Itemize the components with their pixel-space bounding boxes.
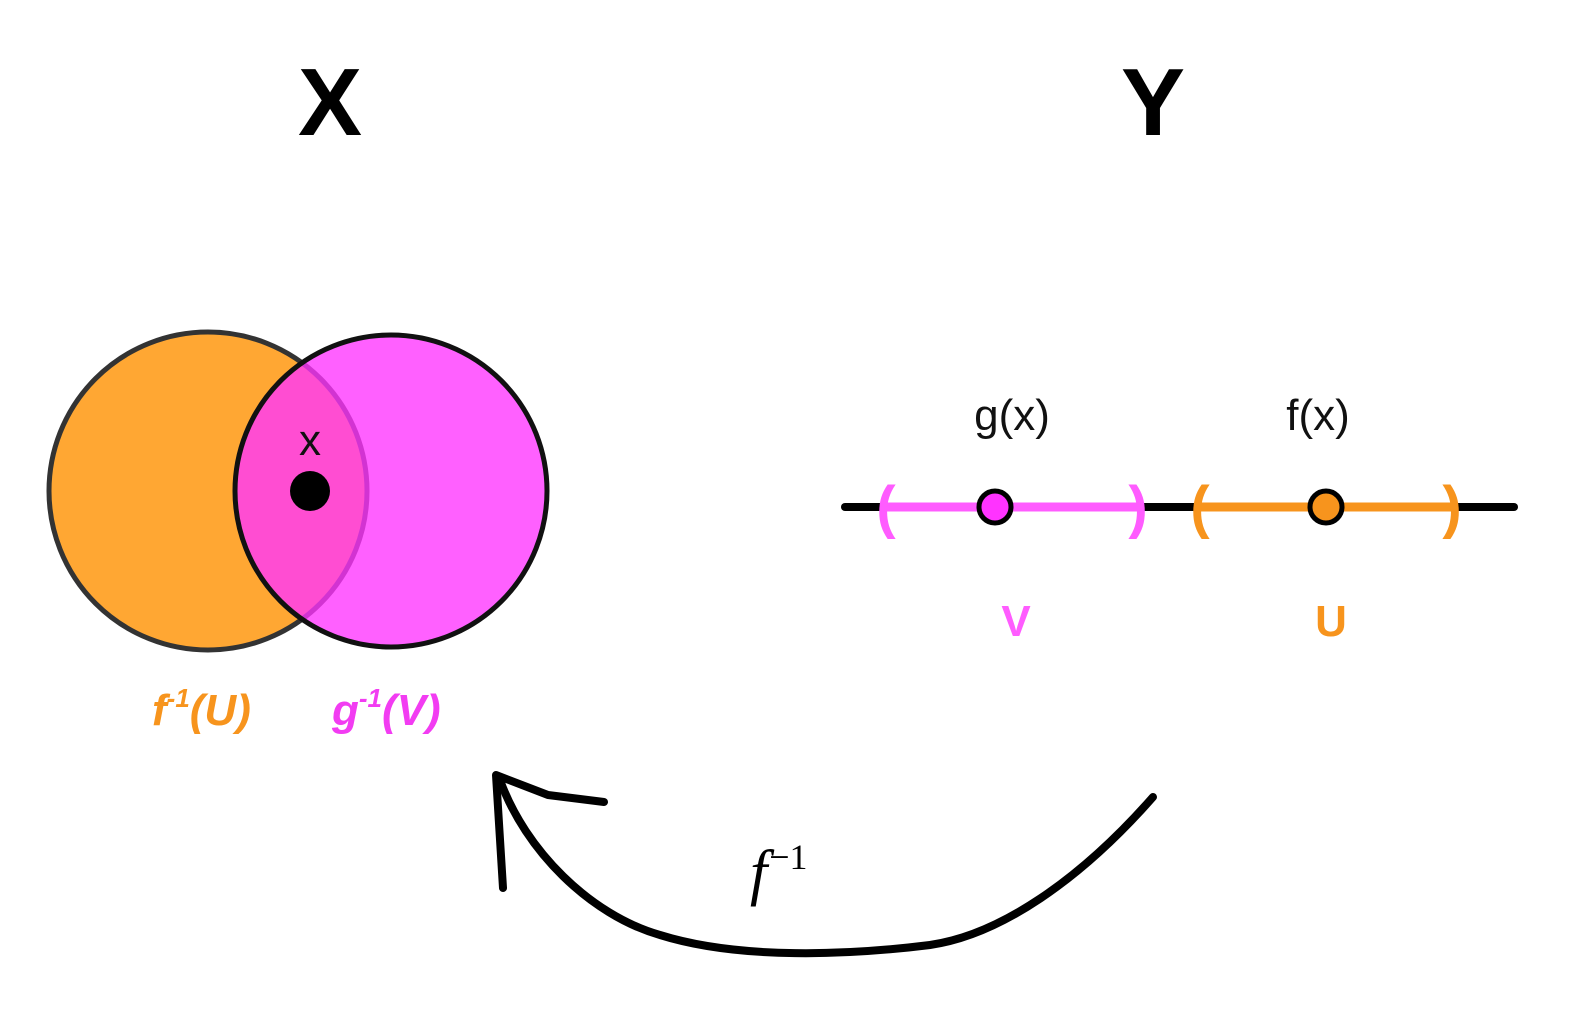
point-x-dot xyxy=(290,471,330,511)
point-gx-dot xyxy=(976,488,1014,526)
space-x-label: X xyxy=(298,49,362,156)
interval-v-open-paren: ( xyxy=(876,475,896,540)
label-g-inv-v: g-1(V) xyxy=(331,683,441,735)
interval-v-close-paren: ) xyxy=(1128,475,1147,540)
point-x-label: x xyxy=(299,416,321,465)
preimage-g-inv-v-circle xyxy=(232,332,550,650)
point-fx-dot xyxy=(1307,488,1345,526)
space-y-label: Y xyxy=(1121,49,1185,156)
point-gx-label: g(x) xyxy=(974,391,1050,440)
interval-v-label: V xyxy=(1001,597,1031,646)
interval-u-label: U xyxy=(1315,597,1347,646)
inverse-map-arrow-curve xyxy=(496,776,1157,958)
interval-u-close-paren: ) xyxy=(1442,475,1461,540)
interval-u-open-paren: ( xyxy=(1190,475,1210,540)
inverse-map-arrowhead xyxy=(492,771,608,892)
label-f-inv-u: f-1(U) xyxy=(152,683,251,735)
inverse-map-label: f−1 xyxy=(750,837,808,907)
point-fx-label: f(x) xyxy=(1286,391,1350,440)
